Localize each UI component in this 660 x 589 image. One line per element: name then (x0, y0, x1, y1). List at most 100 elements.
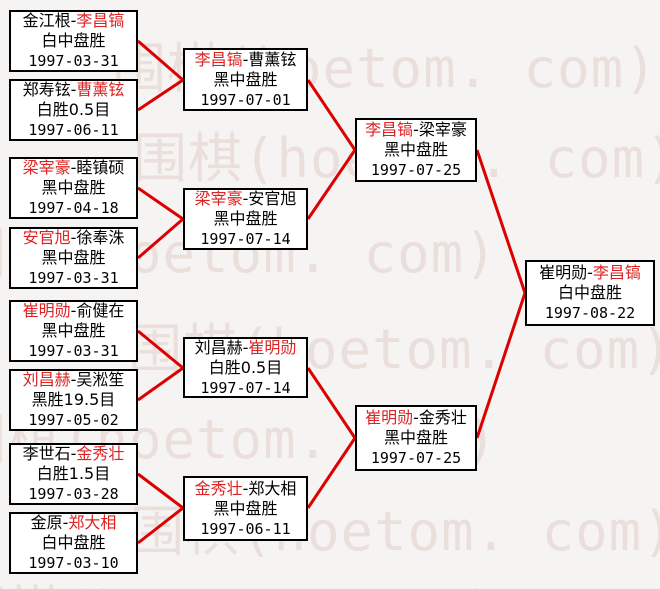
vs-dash: - (242, 337, 249, 357)
match-box-r1-3: 梁宰豪-睦镇硕 黑中盘胜 1997-04-18 (9, 157, 138, 219)
match-box-r2-1: 李昌镐-曹薰铉 黑中盘胜 1997-07-01 (183, 48, 308, 111)
match-result: 白中盘胜 (557, 283, 622, 302)
player1-name: 金江根 (22, 11, 71, 30)
bracket-line (137, 78, 184, 112)
player2-name: 崔明勋 (248, 337, 297, 357)
match-box-sf-1: 李昌镐-梁宰豪 黑中盘胜 1997-07-25 (355, 118, 477, 182)
bracket-line (137, 217, 184, 260)
player2-name: 吴淞笙 (76, 370, 125, 389)
matchup: 崔明勋-李昌镐 (527, 263, 653, 283)
match-result: 黑中盘胜 (213, 69, 278, 89)
vs-dash: - (413, 408, 419, 427)
matchup: 金秀壮-郑大相 (185, 479, 306, 499)
match-date: 1997-06-11 (200, 519, 291, 538)
vs-dash: - (70, 301, 77, 320)
bracket-line (137, 39, 184, 82)
player2-name: 曹薰铉 (76, 80, 125, 99)
matchup: 郑寿铉-曹薰铉 (11, 80, 136, 100)
player1-name: 安官旭 (22, 228, 71, 247)
match-result: 白胜0.5目 (208, 357, 283, 377)
match-result: 黑中盘胜 (383, 428, 448, 447)
match-date: 1997-04-18 (28, 199, 119, 217)
player1-name: 梁宰豪 (22, 158, 71, 177)
player1-name: 金原 (30, 513, 63, 532)
player2-name: 李昌镐 (592, 263, 641, 282)
bracket-line (137, 186, 184, 221)
match-result: 黑中盘胜 (41, 321, 106, 340)
match-date: 1997-05-02 (28, 411, 119, 429)
player2-name: 李昌镐 (76, 11, 125, 30)
vs-dash: - (242, 478, 249, 498)
player1-name: 金秀壮 (194, 478, 243, 498)
matchup: 崔明勋-俞健在 (11, 301, 136, 321)
match-result: 黑中盘胜 (213, 498, 278, 518)
player2-name: 徐奉洙 (76, 228, 125, 247)
bracket-line (306, 79, 357, 151)
player1-name: 梁宰豪 (194, 189, 243, 208)
match-box-r2-4: 金秀壮-郑大相 黑中盘胜 1997-06-11 (183, 476, 308, 541)
match-result: 黑中盘胜 (41, 248, 106, 267)
vs-dash: - (62, 513, 69, 532)
player1-name: 崔明勋 (22, 301, 71, 320)
match-result: 黑胜19.5目 (31, 390, 116, 409)
vs-dash: - (70, 228, 77, 247)
match-date: 1997-03-10 (28, 554, 119, 572)
vs-dash: - (242, 49, 249, 69)
player1-name: 崔明勋 (365, 408, 414, 427)
player1-name: 李昌镐 (194, 49, 243, 69)
matchup: 金江根-李昌镐 (11, 11, 136, 31)
player2-name: 郑大相 (68, 513, 117, 532)
player1-name: 崔明勋 (539, 263, 588, 282)
bracket-line (137, 366, 184, 402)
player2-name: 金秀壮 (76, 444, 125, 463)
match-box-r1-5: 崔明勋-俞健在 黑中盘胜 1997-03-31 (9, 300, 138, 362)
player2-name: 梁宰豪 (418, 120, 467, 139)
matchup: 梁宰豪-睦镇硕 (11, 158, 136, 178)
player1-name: 刘昌赫 (22, 370, 71, 389)
matchup: 刘昌赫-吴淞笙 (11, 370, 136, 390)
player1-name: 刘昌赫 (194, 337, 243, 357)
match-box-r1-7: 李世石-金秀壮 白胜1.5目 1997-03-28 (9, 443, 138, 505)
match-box-sf-2: 崔明勋-金秀壮 黑中盘胜 1997-07-25 (355, 405, 477, 471)
vs-dash: - (587, 263, 593, 282)
matchup: 李世石-金秀壮 (11, 444, 136, 464)
match-result: 黑中盘胜 (213, 209, 278, 228)
vs-dash: - (413, 120, 419, 139)
match-result: 黑中盘胜 (383, 140, 448, 159)
match-date: 1997-03-31 (28, 269, 119, 287)
match-date: 1997-07-14 (200, 378, 291, 397)
match-box-r1-4: 安官旭-徐奉洙 黑中盘胜 1997-03-31 (9, 227, 138, 289)
match-result: 白胜1.5目 (36, 464, 111, 483)
match-date: 1997-03-28 (28, 485, 119, 503)
player2-name: 俞健在 (76, 301, 125, 320)
bracket-line (306, 437, 357, 509)
bracket-line (475, 292, 527, 439)
vs-dash: - (70, 444, 77, 463)
matchup: 金原-郑大相 (11, 513, 136, 533)
match-date: 1997-07-14 (200, 230, 291, 248)
match-box-final: 崔明勋-李昌镐 白中盘胜 1997-08-22 (525, 260, 655, 326)
player1-name: 李昌镐 (365, 120, 414, 139)
bracket-line (137, 329, 184, 370)
match-box-r1-8: 金原-郑大相 白中盘胜 1997-03-10 (9, 512, 138, 574)
match-date: 1997-07-25 (370, 161, 462, 179)
matchup: 崔明勋-金秀壮 (357, 408, 475, 428)
vs-dash: - (70, 158, 77, 177)
matchup: 李昌镐-曹薰铉 (185, 50, 306, 70)
match-result: 白中盘胜 (41, 31, 106, 50)
match-date: 1997-07-01 (200, 90, 291, 109)
match-box-r2-2: 梁宰豪-安官旭 黑中盘胜 1997-07-14 (183, 188, 308, 250)
match-date: 1997-08-22 (544, 304, 636, 322)
player2-name: 郑大相 (248, 478, 297, 498)
bracket-line (306, 149, 357, 220)
match-date: 1997-06-11 (28, 121, 119, 139)
player2-name: 睦镇硕 (76, 158, 125, 177)
player2-name: 曹薰铉 (248, 49, 297, 69)
vs-dash: - (70, 370, 77, 389)
match-box-r1-2: 郑寿铉-曹薰铉 白胜0.5目 1997-06-11 (9, 79, 138, 141)
vs-dash: - (70, 11, 77, 30)
match-result: 黑中盘胜 (41, 178, 106, 197)
match-date: 1997-03-31 (28, 52, 119, 70)
